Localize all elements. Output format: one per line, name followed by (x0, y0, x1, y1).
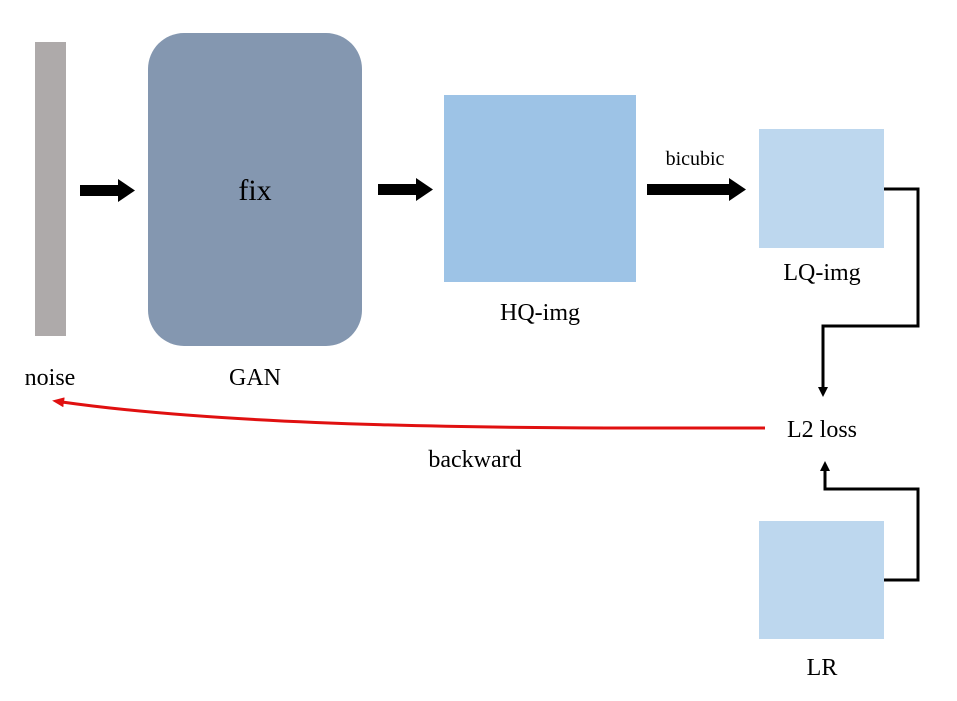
backward-arrow (52, 397, 766, 430)
lr-block (759, 521, 884, 639)
hq-img-block (444, 95, 636, 282)
hq-img-label: HQ-img (500, 300, 580, 326)
backward-label: backward (428, 447, 521, 473)
gan-fix-text: fix (238, 174, 271, 207)
noise-label: noise (25, 365, 76, 391)
lq-img-label: LQ-img (783, 260, 860, 286)
l2-loss-label: L2 loss (787, 417, 857, 443)
arrow-hq-to-lq (647, 178, 746, 201)
connector-lr-to-loss (820, 461, 920, 582)
noise-bar (35, 42, 66, 336)
connector-lq-to-loss (818, 187, 920, 397)
gan-label: GAN (229, 365, 281, 391)
arrow-noise-to-gan (80, 179, 135, 202)
gan-block (148, 33, 362, 346)
lq-img-block (759, 129, 884, 248)
lr-label: LR (807, 655, 838, 681)
arrow-gan-to-hq (378, 178, 433, 201)
bicubic-label: bicubic (666, 148, 725, 170)
